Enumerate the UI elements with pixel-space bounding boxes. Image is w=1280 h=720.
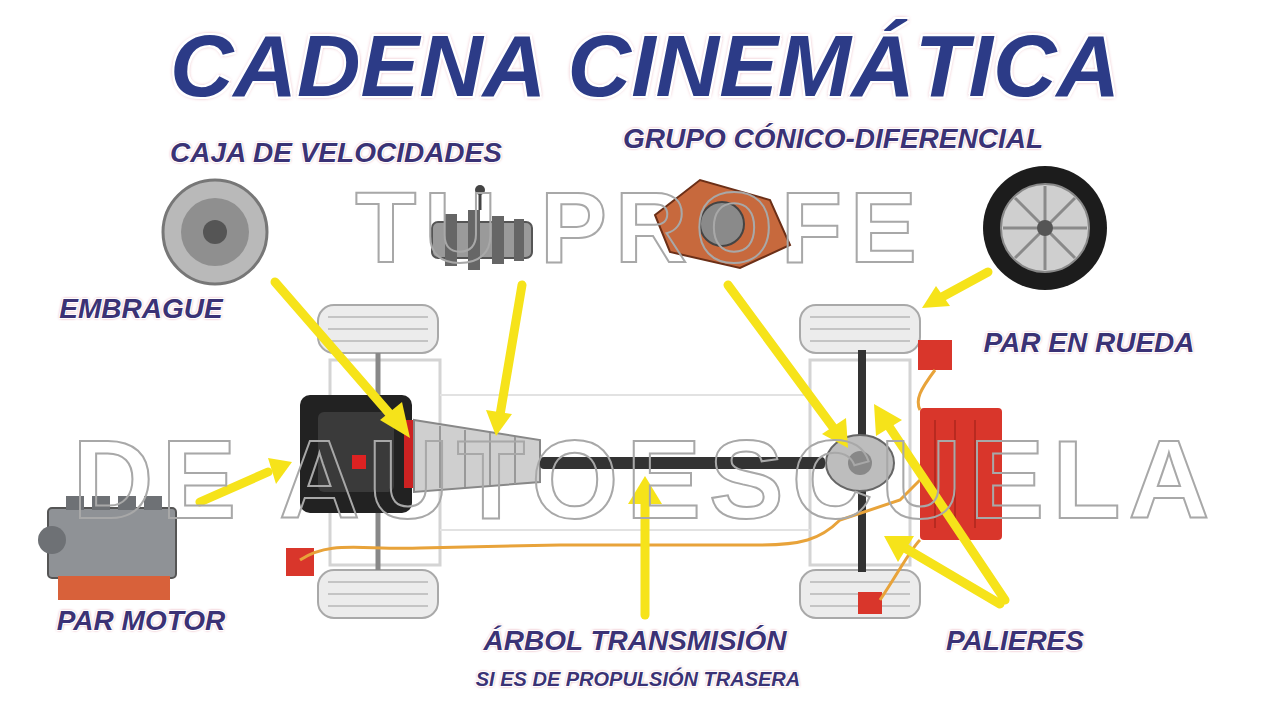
clutch-icon — [163, 180, 267, 284]
front-wheel — [318, 570, 438, 618]
rear-wheel — [800, 305, 920, 353]
part-label: GRUPO CÓNICO-DIFERENCIAL — [623, 124, 1043, 155]
part-label: EMBRAGUE — [59, 294, 222, 325]
watermark: DE AUTOESCUELA — [73, 418, 1218, 541]
part-label: PAR EN RUEDA — [983, 328, 1194, 359]
part-label: PALIERES — [946, 626, 1084, 657]
part-label: PAR MOTOR — [57, 606, 226, 637]
part-label: ÁRBOL TRANSMISIÓN — [484, 626, 787, 657]
note-label: SI ES DE PROPULSIÓN TRASERA — [476, 668, 801, 690]
diagram-title: CADENA CINEMÁTICA — [170, 18, 1120, 115]
part-label: CAJA DE VELOCIDADES — [170, 138, 502, 169]
wheel-icon — [983, 166, 1107, 290]
watermark: TU PROFE — [355, 172, 925, 282]
rear-wheel — [800, 570, 920, 618]
